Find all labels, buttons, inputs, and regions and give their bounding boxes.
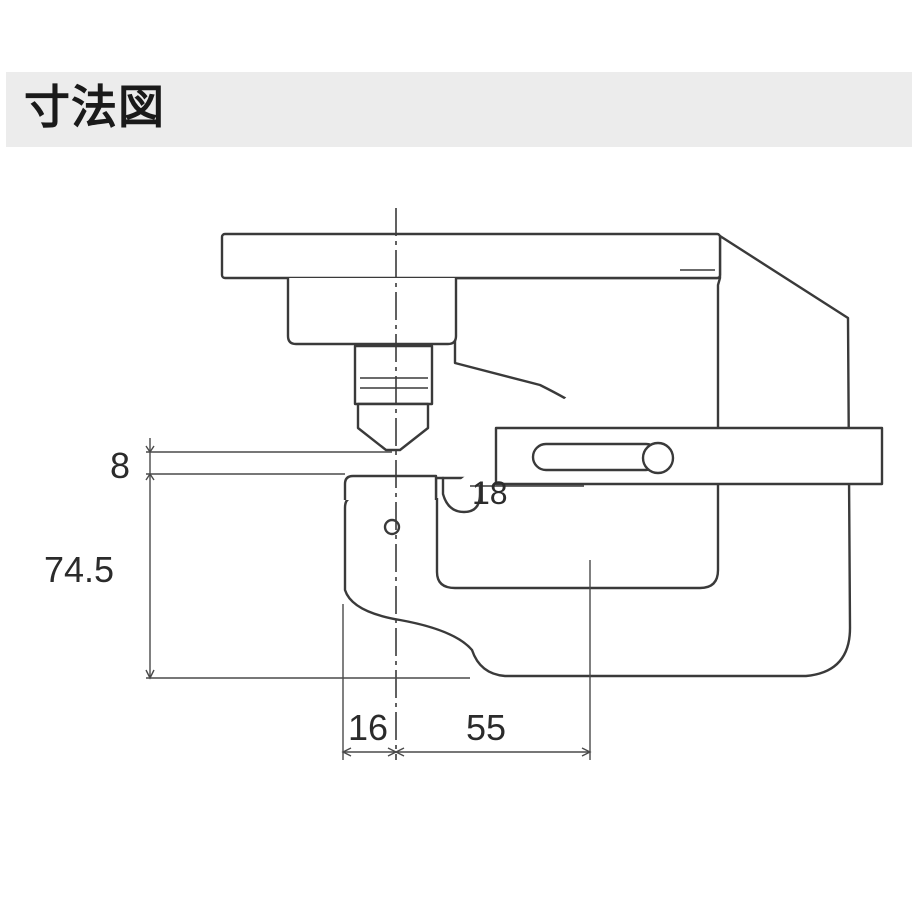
dim-stroke-label: 18 — [472, 475, 508, 511]
punch-head — [353, 344, 434, 406]
dim-throat-depth-label: 55 — [466, 707, 506, 748]
guide-pin — [641, 441, 675, 475]
dim-side-offset-label: 16 — [348, 707, 388, 748]
die-block — [343, 474, 438, 500]
punch-tip — [356, 402, 430, 452]
header-band — [6, 72, 912, 147]
die-hole — [383, 518, 401, 536]
guide-slot — [531, 442, 661, 472]
dim-height-label: 74.5 — [44, 549, 114, 590]
top-plate — [220, 232, 722, 280]
dim-gap-label: 8 — [110, 445, 130, 486]
punch-holder — [286, 278, 458, 346]
page-title: 寸法図 — [24, 80, 165, 134]
stripper-hook — [441, 476, 482, 514]
